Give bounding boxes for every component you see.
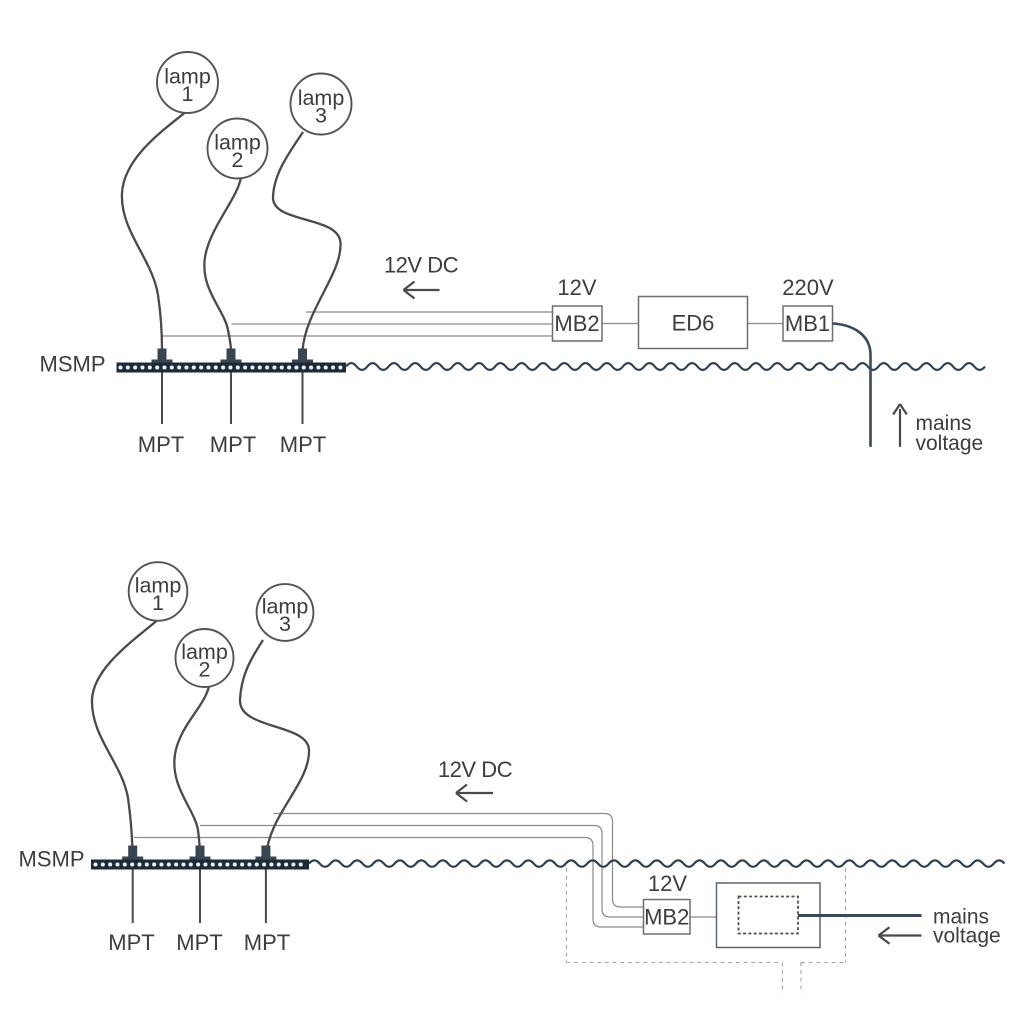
svg-text:MPT: MPT	[138, 432, 184, 457]
svg-text:lamp: lamp	[181, 640, 228, 664]
svg-text:3: 3	[315, 104, 327, 128]
svg-text:mains: mains	[916, 412, 972, 435]
svg-text:lamp: lamp	[298, 86, 345, 110]
svg-text:mains: mains	[933, 906, 989, 929]
svg-text:MPT: MPT	[108, 930, 154, 955]
svg-text:MPT: MPT	[210, 432, 256, 457]
svg-text:12V: 12V	[557, 275, 596, 300]
svg-text:1: 1	[182, 82, 194, 106]
svg-text:lamp: lamp	[164, 65, 211, 89]
svg-text:2: 2	[199, 658, 211, 682]
svg-text:ED6: ED6	[672, 311, 715, 336]
svg-text:220V: 220V	[782, 275, 834, 300]
svg-text:MB1: MB1	[785, 311, 830, 336]
svg-text:MPT: MPT	[244, 930, 290, 955]
svg-text:MSMP: MSMP	[19, 847, 85, 872]
svg-text:MPT: MPT	[280, 432, 326, 457]
svg-text:1: 1	[152, 591, 164, 615]
svg-text:MSMP: MSMP	[40, 352, 106, 377]
svg-text:MB2: MB2	[644, 905, 689, 930]
svg-text:MPT: MPT	[176, 930, 222, 955]
svg-text:lamp: lamp	[135, 574, 182, 598]
svg-text:lamp: lamp	[214, 131, 261, 155]
svg-text:lamp: lamp	[262, 595, 309, 619]
svg-text:MB2: MB2	[554, 311, 599, 336]
svg-text:voltage: voltage	[933, 925, 1001, 948]
svg-text:3: 3	[279, 612, 291, 636]
svg-text:voltage: voltage	[916, 432, 984, 455]
svg-text:12V: 12V	[648, 871, 687, 896]
svg-text:12V DC: 12V DC	[438, 757, 513, 782]
svg-text:12V DC: 12V DC	[384, 253, 459, 278]
svg-text:2: 2	[232, 148, 244, 172]
